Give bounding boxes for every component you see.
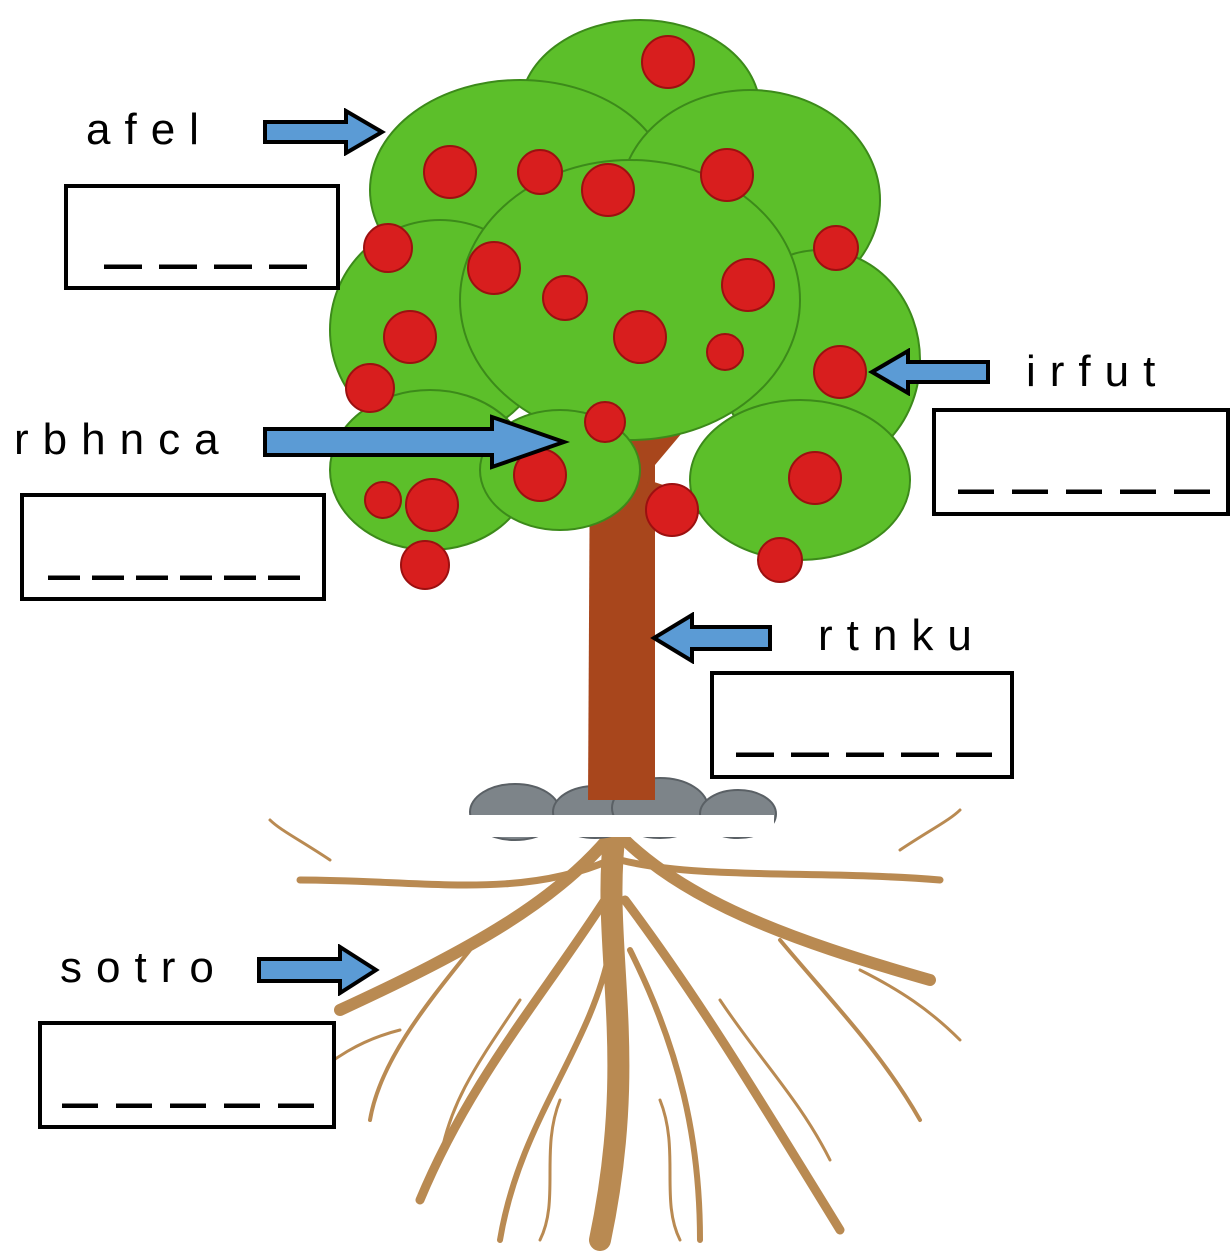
answer-blanks-fruit: [958, 489, 1210, 494]
answer-box-roots[interactable]: [38, 1021, 336, 1129]
arrow-left-icon: [868, 348, 990, 396]
arrow-right-icon: [263, 414, 570, 470]
answer-box-leaf[interactable]: [64, 184, 340, 290]
scrambled-word-trunk: rtnku: [818, 611, 986, 660]
answer-box-trunk[interactable]: [710, 671, 1014, 779]
roots-illustration: [268, 808, 962, 1251]
arrow-right-icon: [263, 108, 386, 156]
answer-box-fruit[interactable]: [932, 408, 1230, 516]
scrambled-word-branch: rbhnca: [14, 415, 233, 464]
scrambled-word-fruit: irfut: [1026, 347, 1170, 396]
arrow-left-icon: [650, 612, 772, 664]
scrambled-word-roots: sotro: [60, 943, 228, 992]
apples-illustration: [345, 35, 867, 590]
answer-blanks-roots: [62, 1103, 314, 1108]
answer-blanks-branch: [48, 575, 304, 580]
answer-blanks-trunk: [736, 752, 992, 757]
answer-box-branch[interactable]: [20, 493, 326, 601]
scrambled-word-leaf: afel: [86, 105, 213, 154]
arrow-right-icon: [257, 944, 380, 996]
answer-blanks-leaf: [104, 264, 308, 269]
